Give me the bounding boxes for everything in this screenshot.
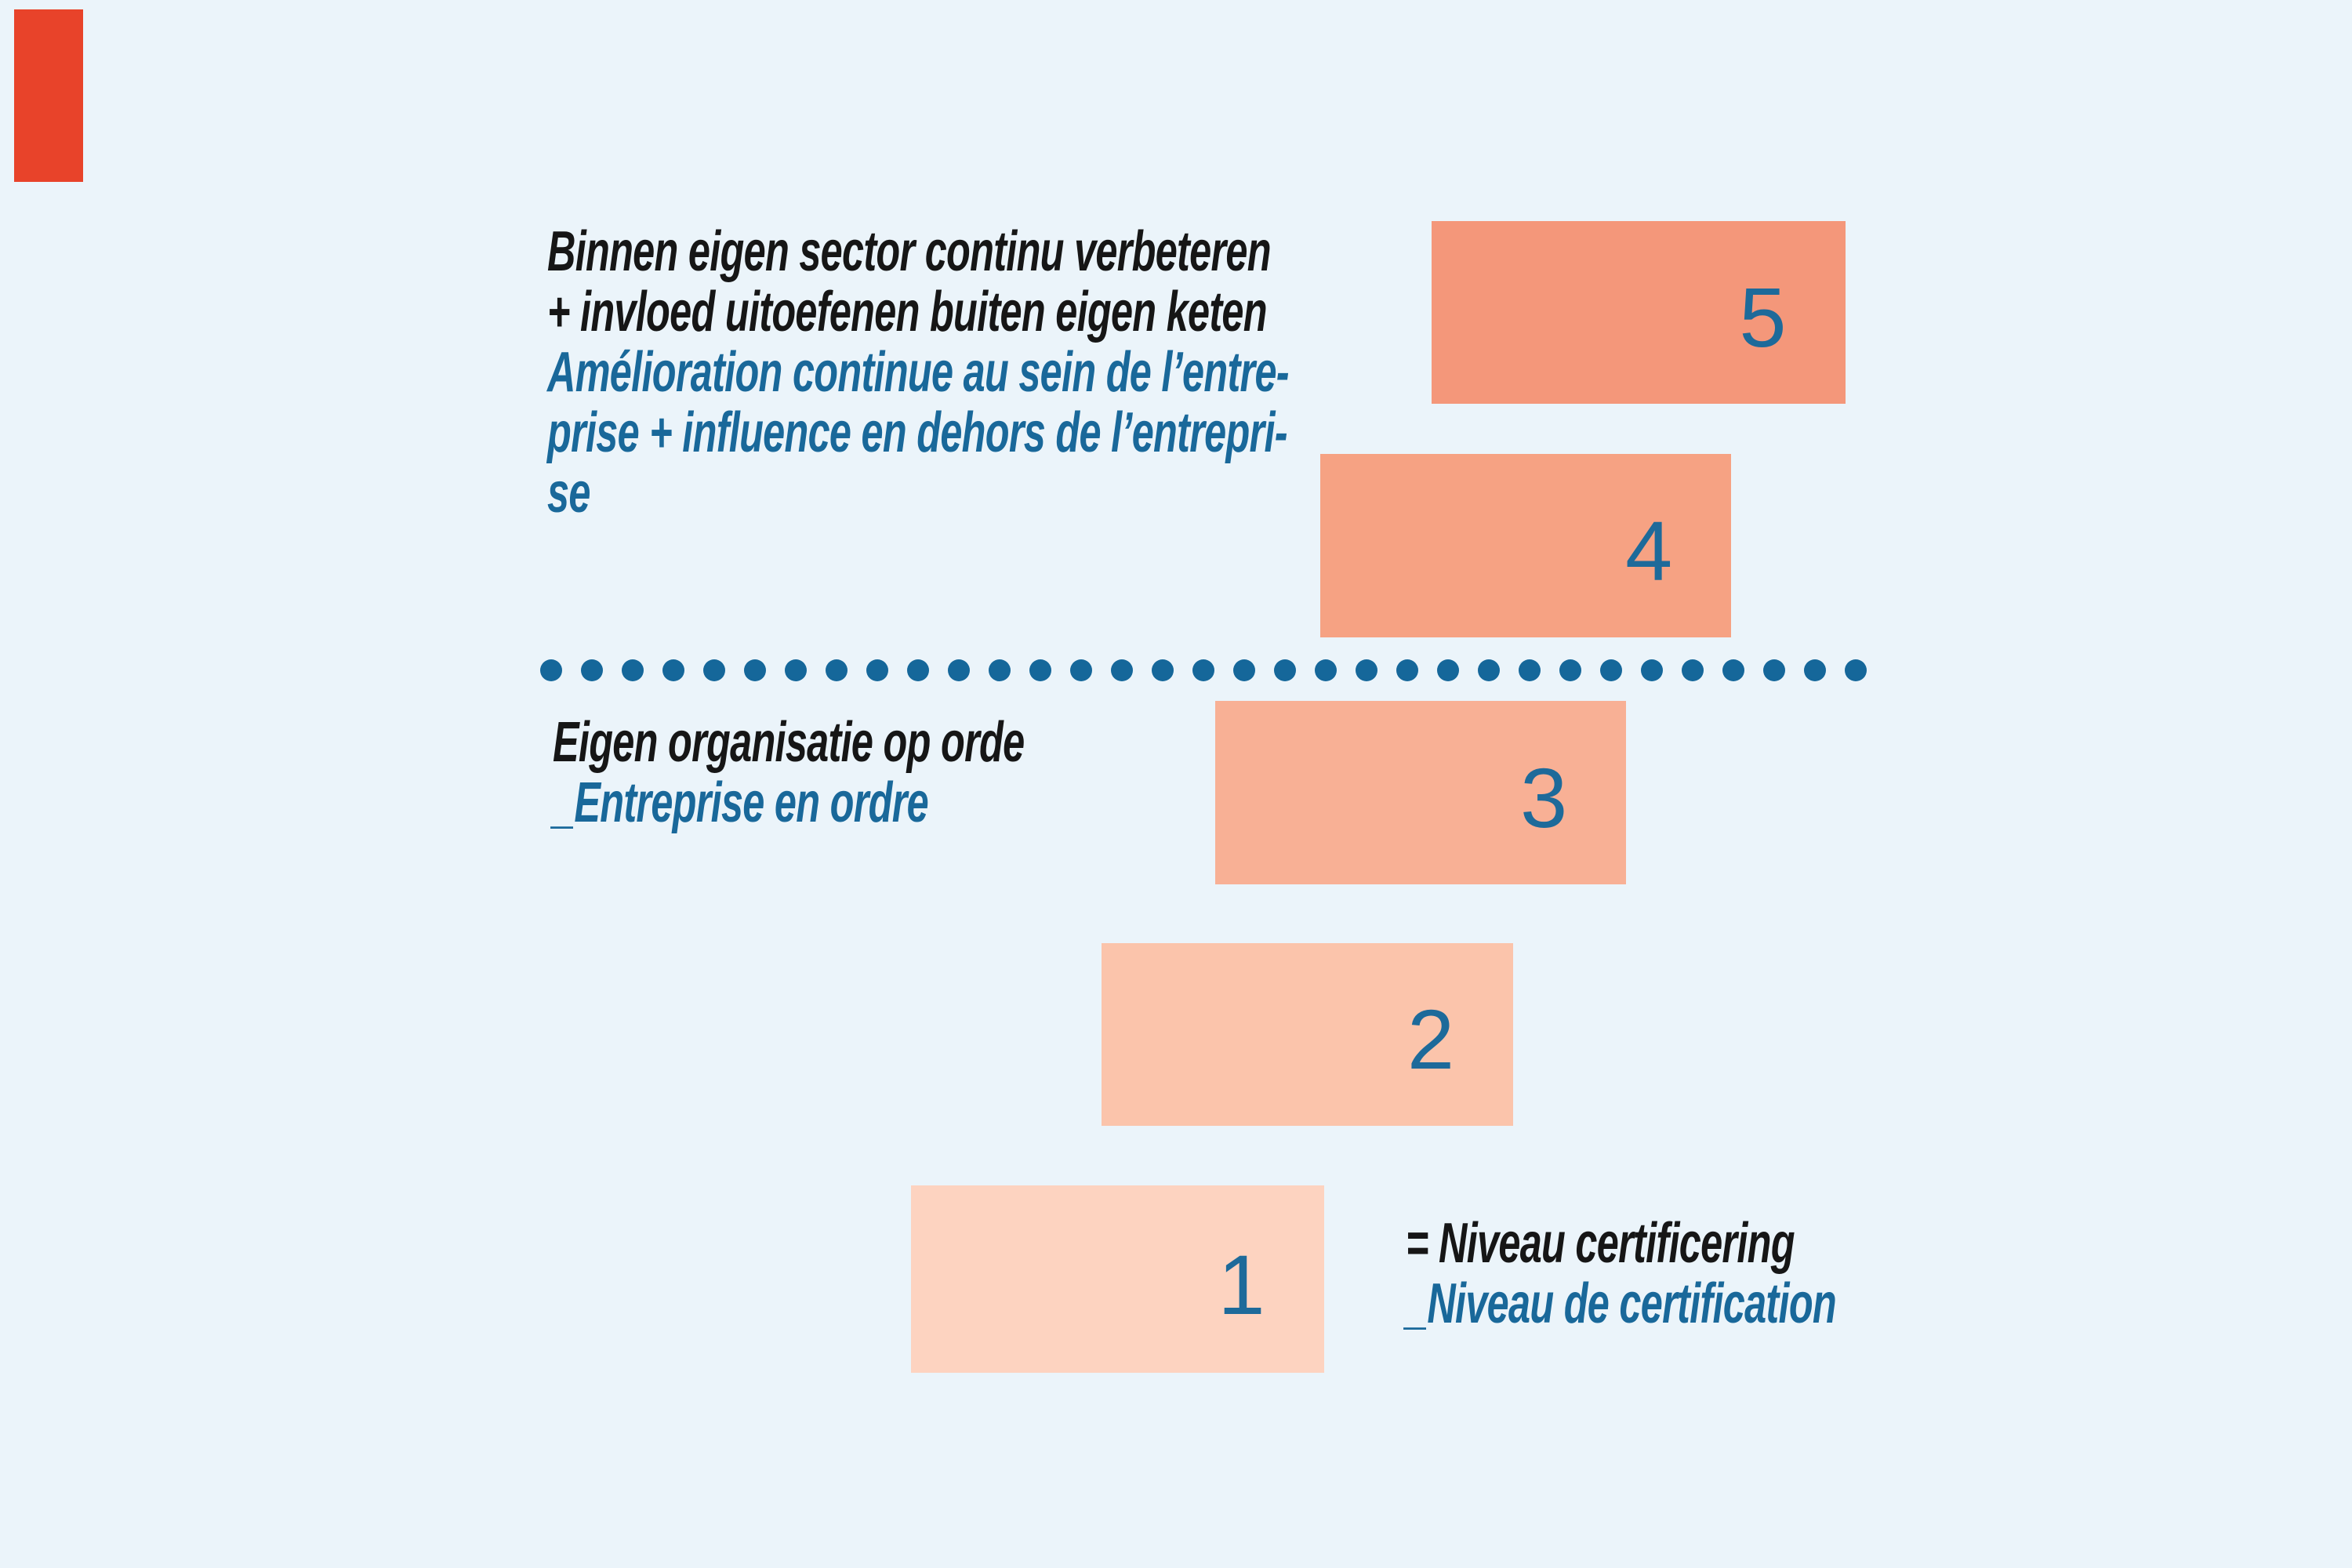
top-description-line-3-fr: Amélioration continue au sein de l’entre… — [547, 341, 1290, 404]
divider-dot — [1233, 659, 1255, 681]
divider-dot — [744, 659, 766, 681]
divider-dot — [1763, 659, 1785, 681]
divider-dotted-line — [540, 659, 1867, 681]
divider-dot — [1641, 659, 1663, 681]
divider-dot — [1682, 659, 1704, 681]
divider-dot — [1722, 659, 1744, 681]
top-description: Binnen eigen sector continu verbeteren +… — [547, 220, 1290, 524]
step-level-2: 2 — [1102, 943, 1513, 1126]
divider-dot — [540, 659, 562, 681]
divider-dot — [1152, 659, 1174, 681]
divider-dot — [826, 659, 848, 681]
divider-dot — [1396, 659, 1418, 681]
step-level-1: 1 — [911, 1185, 1324, 1373]
divider-dot — [1804, 659, 1826, 681]
divider-dot — [1192, 659, 1214, 681]
divider-dot — [989, 659, 1011, 681]
divider-dot — [1274, 659, 1296, 681]
divider-dot — [703, 659, 725, 681]
legend-line-2-fr: _Niveau de certification — [1406, 1272, 1837, 1335]
divider-dot — [581, 659, 603, 681]
step-level-label: 5 — [1739, 270, 1787, 365]
top-description-line-1-nl: Binnen eigen sector continu verbeteren — [547, 220, 1272, 283]
step-level-5: 5 — [1432, 221, 1846, 404]
divider-dot — [1478, 659, 1500, 681]
divider-dot — [1845, 659, 1867, 681]
mid-description: Eigen organisatie op orde _Entreprise en… — [553, 711, 1025, 834]
top-description-line-4-fr: prise + influence en dehors de l’entrepr… — [547, 401, 1288, 464]
divider-dot — [1029, 659, 1051, 681]
step-level-3: 3 — [1215, 701, 1626, 884]
mid-description-line-2-fr: _Entreprise en ordre — [553, 771, 929, 834]
divider-dot — [866, 659, 888, 681]
divider-dot — [785, 659, 807, 681]
divider-dot — [1356, 659, 1377, 681]
divider-dot — [662, 659, 684, 681]
divider-dot — [1070, 659, 1092, 681]
divider-dot — [1559, 659, 1581, 681]
divider-dot — [1519, 659, 1541, 681]
step-level-label: 1 — [1218, 1236, 1265, 1332]
legend: = Niveau certificering _Niveau de certif… — [1406, 1212, 1837, 1335]
divider-dot — [1600, 659, 1622, 681]
divider-dot — [907, 659, 929, 681]
legend-line-1-nl: = Niveau certificering — [1406, 1212, 1795, 1275]
divider-dot — [622, 659, 644, 681]
mid-description-line-1-nl: Eigen organisatie op orde — [553, 711, 1025, 774]
step-level-4: 4 — [1320, 454, 1731, 637]
top-description-line-2-nl: + invloed uitoefenen buiten eigen keten — [547, 281, 1268, 343]
divider-dot — [948, 659, 970, 681]
step-level-label: 3 — [1520, 750, 1568, 846]
top-description-line-5-fr: se — [547, 462, 590, 524]
divider-dot — [1315, 659, 1337, 681]
divider-dot — [1111, 659, 1133, 681]
step-level-label: 4 — [1625, 503, 1673, 599]
step-level-label: 2 — [1406, 992, 1455, 1087]
page-corner-tab — [14, 9, 83, 182]
divider-dot — [1437, 659, 1459, 681]
